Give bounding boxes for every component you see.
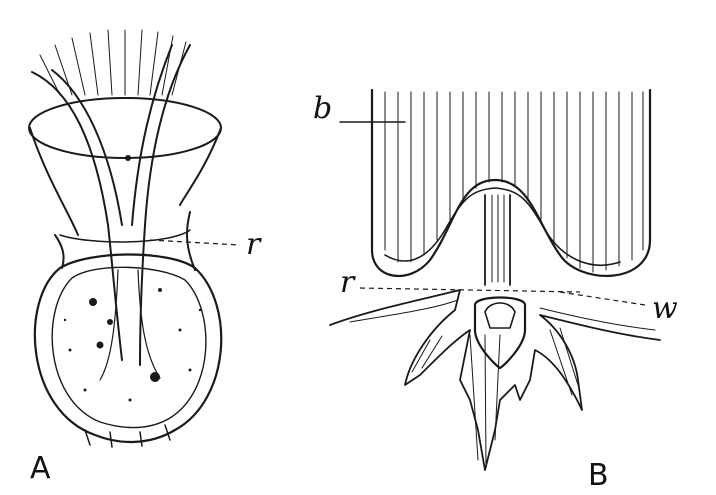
- panel-b-annotation-b: b: [313, 91, 332, 126]
- panel-b-annotation-r: r: [340, 265, 356, 300]
- panel-b-striations: [384, 91, 644, 273]
- panel-a-annotation-r: r: [246, 227, 262, 262]
- panel-b-drawing: [329, 88, 661, 471]
- panel-a-top-fibers: [39, 29, 187, 96]
- panel-a-lower-sac: [33, 155, 223, 448]
- panel-b-annotation-w: w: [652, 291, 678, 326]
- panel-a-label: A: [30, 451, 51, 486]
- panel-b-lower-flare: [329, 289, 661, 471]
- panel-b-label: B: [588, 458, 609, 493]
- panel-a-drawing: [28, 29, 241, 448]
- panel-b-upper-block: [370, 88, 652, 286]
- panel-a-upper-cup: [28, 97, 222, 243]
